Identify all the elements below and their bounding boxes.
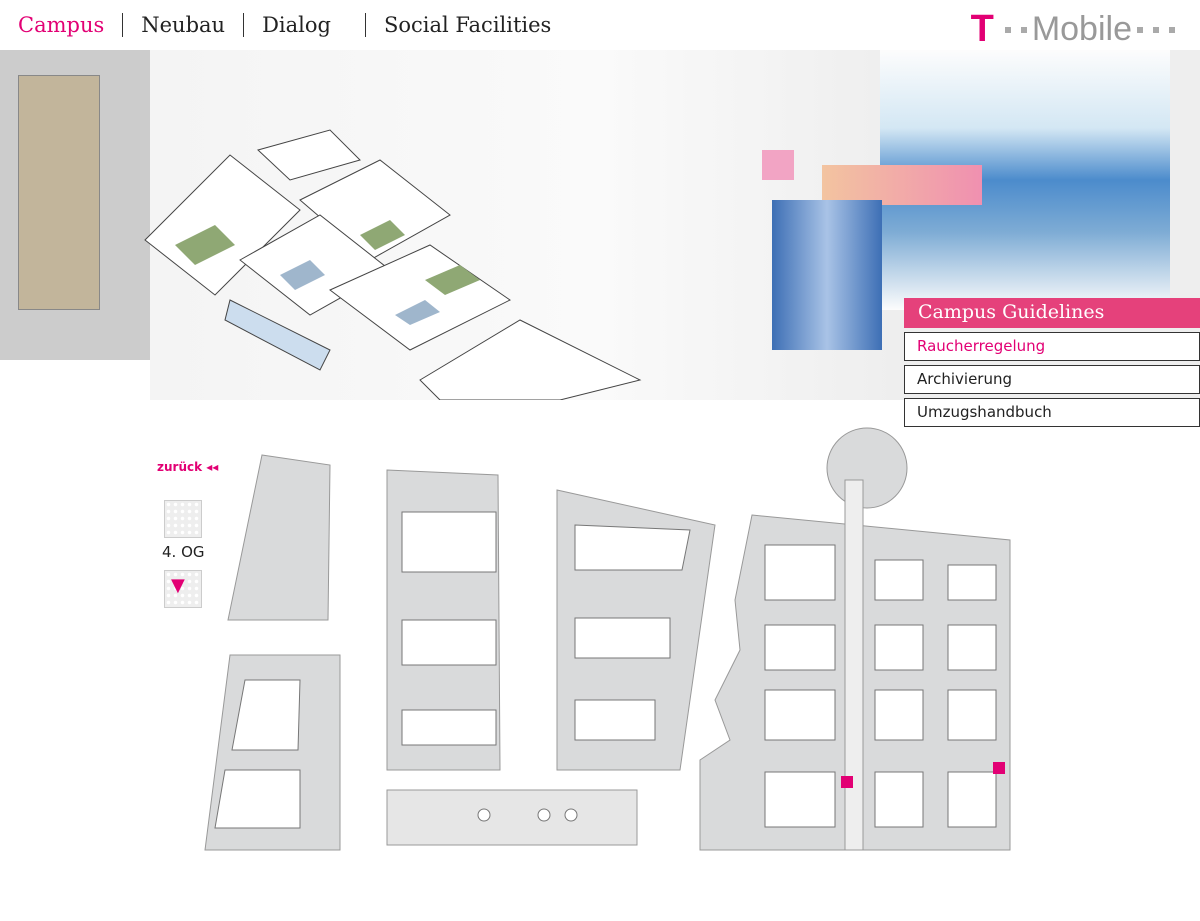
floor-down-button[interactable]: ▼ bbox=[164, 570, 202, 608]
top-nav: Campus Neubau Dialog Social Facilities bbox=[0, 0, 1200, 50]
back-link[interactable]: zurück ◂◂ bbox=[157, 460, 219, 474]
rotunda bbox=[826, 427, 908, 509]
divider bbox=[243, 13, 245, 37]
hero-image bbox=[0, 50, 1200, 400]
logo-brand: Mobile bbox=[1031, 10, 1132, 48]
menu-item-umzugshandbuch[interactable]: Umzugshandbuch bbox=[904, 398, 1200, 427]
location-marker bbox=[993, 762, 1005, 774]
nav-social-facilities[interactable]: Social Facilities bbox=[383, 13, 552, 37]
tmobile-logo[interactable]: T Mobile bbox=[971, 8, 1180, 51]
floor-label: 4. OG bbox=[162, 543, 205, 561]
divider bbox=[122, 13, 124, 37]
logo-t: T bbox=[970, 8, 994, 50]
nav-neubau[interactable]: Neubau bbox=[141, 13, 226, 37]
guidelines-menu: Campus Guidelines Raucherregelung Archiv… bbox=[904, 298, 1200, 427]
building-a-upper bbox=[227, 454, 331, 621]
campus-model-image bbox=[144, 129, 642, 400]
menu-item-raucherregelung[interactable]: Raucherregelung bbox=[904, 332, 1200, 361]
nav-dialog[interactable]: Dialog bbox=[262, 13, 331, 37]
entrance-block bbox=[386, 789, 638, 846]
floor-plan bbox=[204, 427, 1011, 851]
nav-campus[interactable]: Campus bbox=[18, 13, 105, 37]
location-marker bbox=[841, 776, 853, 788]
menu-item-archivierung[interactable]: Archivierung bbox=[904, 365, 1200, 394]
arrow-down-icon: ▼ bbox=[171, 575, 185, 596]
side-panel bbox=[18, 75, 100, 310]
menu-title: Campus Guidelines bbox=[904, 298, 1200, 328]
divider bbox=[364, 13, 366, 37]
floor-up-button[interactable] bbox=[164, 500, 202, 538]
office-image bbox=[772, 200, 882, 350]
